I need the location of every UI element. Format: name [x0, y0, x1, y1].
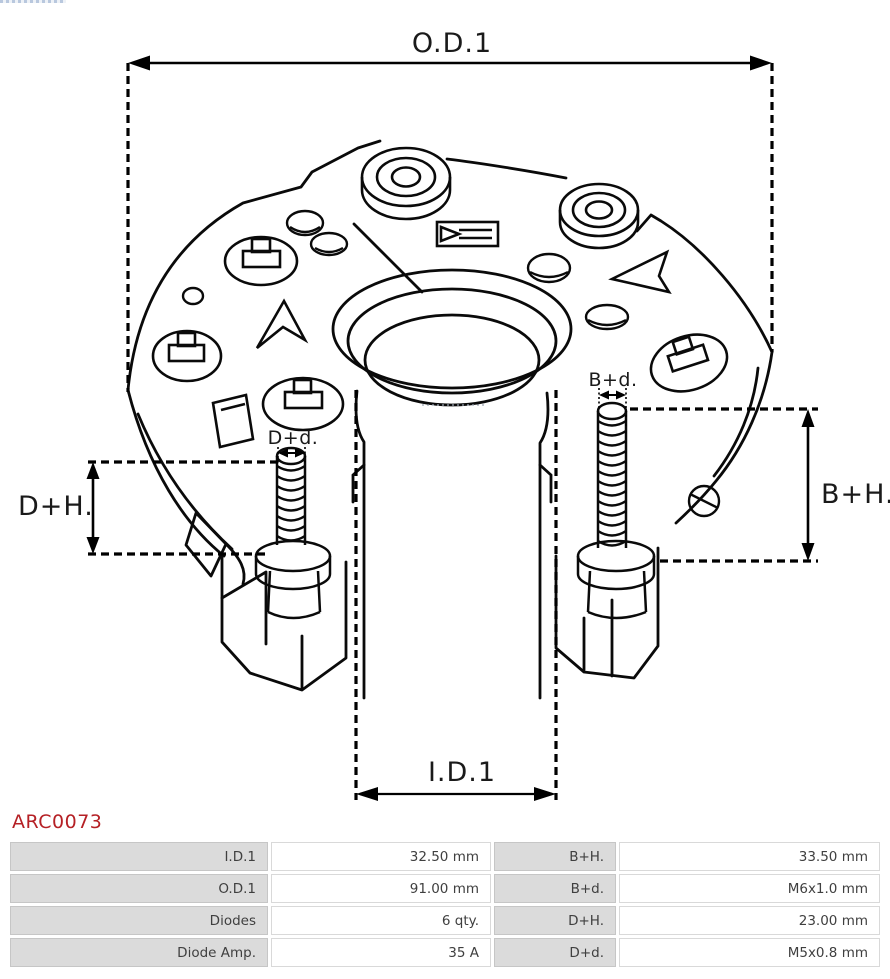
dh-dimension: D+H.	[18, 462, 100, 554]
keyed-slots	[211, 220, 500, 449]
dd-dimension: D+d.	[268, 427, 319, 458]
spec-label-cell: D+d.	[494, 938, 616, 967]
bd-dimension: B+d.	[588, 369, 637, 400]
dim-label-dd: D+d.	[268, 427, 319, 449]
spec-value-cell: 32.50 mm	[271, 842, 491, 871]
extension-ticks-dotted	[277, 388, 627, 465]
bh-dimension: B+H.	[801, 409, 890, 561]
id1-dimension: I.D.1	[356, 757, 556, 801]
spec-label-cell: O.D.1	[10, 874, 268, 903]
dim-label-bh: B+H.	[821, 479, 890, 510]
spec-table: I.D.1 32.50 mm B+H. 33.50 mm O.D.1 91.00…	[10, 842, 880, 967]
diode-2	[151, 329, 223, 383]
diode-4	[649, 333, 729, 393]
rectifier-drawing-area: O.D.1 I.D.1 D+H. B+H. D+d. B+d.	[18, 28, 890, 801]
center-bore-collar	[331, 268, 573, 700]
diode-1	[223, 235, 299, 287]
vent-holes	[181, 209, 721, 518]
spec-value-cell: 23.00 mm	[619, 906, 880, 935]
stud-d-terminal	[254, 446, 332, 620]
dim-label-dh: D+H.	[18, 491, 94, 522]
spec-value-cell: 33.50 mm	[619, 842, 880, 871]
bearing-boss-left	[360, 146, 452, 221]
stud-bplus-terminal	[576, 401, 656, 620]
dim-label-id1: I.D.1	[428, 757, 496, 788]
spec-label-cell: B+d.	[494, 874, 616, 903]
spec-value-cell: 91.00 mm	[271, 874, 491, 903]
diode-3	[261, 376, 345, 432]
spec-label-cell: Diodes	[10, 906, 268, 935]
spec-label-cell: D+H.	[494, 906, 616, 935]
spec-value-cell: M6x1.0 mm	[619, 874, 880, 903]
partial-logo-strip	[0, 0, 66, 3]
arrow-marks	[255, 249, 672, 350]
od1-dimension: O.D.1	[128, 28, 772, 71]
spec-value-cell: 35 A	[271, 938, 491, 967]
spec-label-cell: I.D.1	[10, 842, 268, 871]
spec-label-cell: Diode Amp.	[10, 938, 268, 967]
dim-label-od1: O.D.1	[412, 28, 492, 59]
spec-value-cell: M5x0.8 mm	[619, 938, 880, 967]
extension-lines-dashed	[88, 63, 818, 800]
plate-outline	[126, 139, 774, 692]
spec-label-cell: B+H.	[494, 842, 616, 871]
part-number-link[interactable]: ARC0073	[12, 811, 103, 833]
spec-value-cell: 6 qty.	[271, 906, 491, 935]
rectifier-technical-drawing: O.D.1 I.D.1 D+H. B+H. D+d. B+d.	[18, 28, 890, 801]
bearing-boss-right	[558, 182, 640, 250]
dim-label-bd: B+d.	[588, 369, 637, 391]
